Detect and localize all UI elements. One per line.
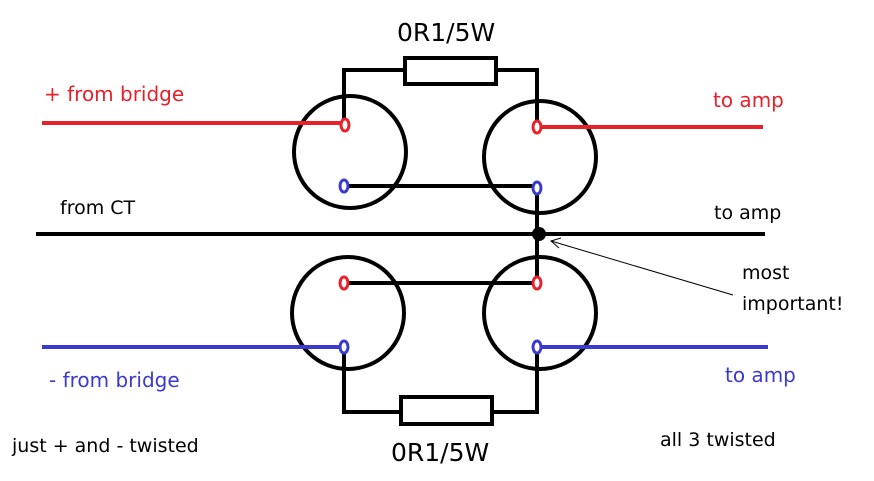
top-right-terminal-circle	[482, 99, 598, 215]
terminal-bottom-right-negative	[531, 339, 543, 355]
bottom-resistor-body	[399, 395, 494, 426]
bottom-resistor-left-lead	[342, 348, 401, 414]
arrow-line	[550, 240, 734, 296]
from-ct-label: from CT	[60, 197, 136, 219]
bottom-right-terminal-circle	[482, 255, 598, 371]
top-resistor-right-lead	[496, 68, 539, 122]
terminal-bottom-right-positive	[531, 275, 543, 291]
top-left-terminal-circle	[292, 94, 408, 210]
top-resistor-circuit	[342, 56, 539, 122]
star-ground-junction	[532, 227, 546, 241]
important-label: important!	[742, 293, 844, 315]
terminal-top-left-negative	[338, 178, 350, 194]
top-resistor-body	[403, 56, 498, 86]
terminal-top-right-positive	[531, 119, 543, 135]
just-twisted-note: just + and - twisted	[12, 435, 199, 457]
annotation-arrow	[549, 237, 734, 296]
to-amp-ground-label: to amp	[714, 202, 782, 224]
bottom-resistor-label: 0R1/5W	[391, 438, 490, 467]
bottom-resistor-right-lead	[492, 348, 539, 414]
bottom-resistor-circuit	[342, 348, 539, 426]
top-resistor-label: 0R1/5W	[397, 18, 496, 47]
bottom-left-terminal-circle	[290, 255, 406, 371]
plus-from-bridge-label: + from bridge	[44, 82, 185, 106]
terminal-top-right-negative	[531, 180, 543, 196]
to-amp-positive-label: to amp	[713, 88, 784, 112]
arrow-head	[549, 237, 562, 249]
terminal-bottom-left-positive	[338, 275, 350, 291]
to-amp-negative-label: to amp	[725, 363, 796, 387]
top-resistor-left-lead	[342, 68, 405, 122]
terminal-top-left-positive	[339, 117, 351, 133]
minus-from-bridge-label: - from bridge	[49, 368, 180, 392]
most-label: most	[742, 262, 790, 284]
all-twisted-note: all 3 twisted	[660, 429, 776, 451]
terminal-bottom-left-negative	[338, 339, 350, 355]
